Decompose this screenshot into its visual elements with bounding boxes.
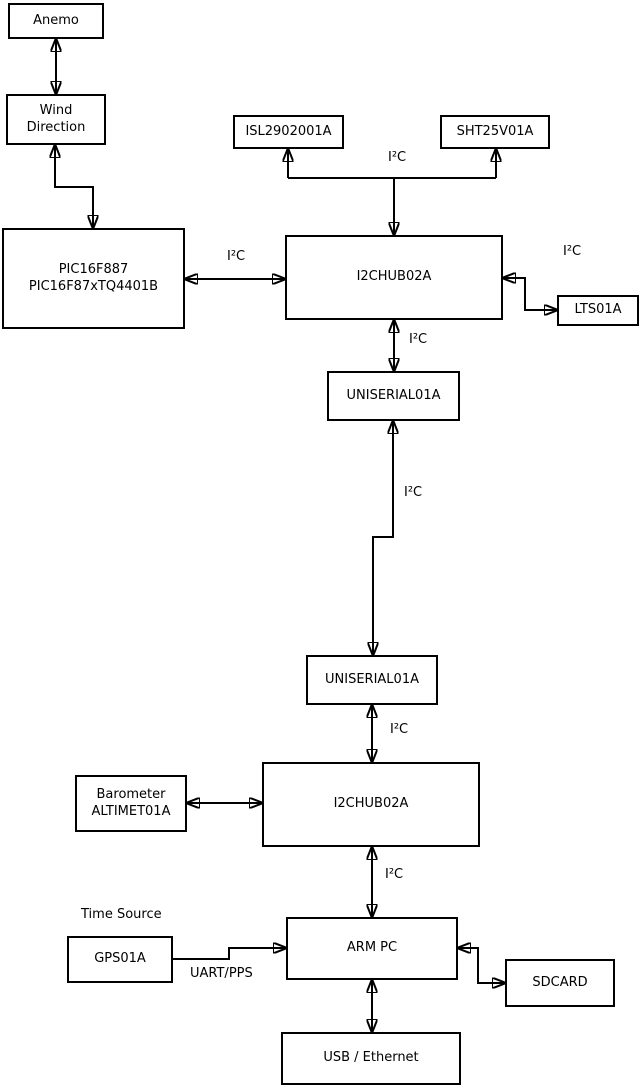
edge-label-i2c-hub1-lts: I²C [563, 244, 582, 259]
node-lts01a-label: LTS01A [574, 302, 622, 318]
connector-winddirection-pic [55, 145, 93, 228]
node-uniserial01a-lower-label: UNISERIAL01A [325, 671, 419, 687]
node-pic-microcontroller: PIC16F887 PIC16F87xTQ4401B [2, 228, 185, 329]
node-i2chub02a-lower-label: I2CHUB02A [333, 796, 409, 812]
edge-label-i2c-hub2-armpc: I²C [385, 867, 404, 882]
node-wind-direction: Wind Direction [6, 94, 106, 145]
edge-label-uart-pps: UART/PPS [190, 966, 253, 981]
connector-gps-armpc [173, 948, 286, 960]
node-sdcard-label: SDCARD [532, 974, 588, 990]
node-usb-ethernet-label: USB / Ethernet [323, 1050, 419, 1066]
node-isl2902001a: ISL2902001A [233, 115, 344, 149]
connector-i2chub1-lts [503, 278, 557, 310]
node-wind-direction-line2: Direction [26, 119, 86, 135]
node-lts01a: LTS01A [557, 295, 639, 326]
edge-label-i2c-sensor-bus: I²C [388, 150, 407, 165]
node-arm-pc-label: ARM PC [346, 940, 398, 956]
node-gps01a: GPS01A [67, 936, 173, 983]
edge-label-i2c-uniserial-link: I²C [404, 485, 423, 500]
node-i2chub02a-upper: I2CHUB02A [285, 235, 503, 320]
node-sht25v01a: SHT25V01A [440, 115, 550, 149]
edge-label-i2c-uniserial2-hub2: I²C [390, 722, 409, 737]
node-arm-pc: ARM PC [286, 917, 458, 980]
node-anemo-label: Anemo [33, 12, 79, 28]
node-barometer-altimet01a: Barometer ALTIMET01A [75, 775, 187, 832]
node-sdcard: SDCARD [505, 959, 615, 1007]
connector-uniserial1-uniserial2 [373, 421, 393, 655]
node-pic-line1: PIC16F887 [58, 261, 129, 277]
node-barometer-line1: Barometer [96, 786, 166, 802]
node-uniserial01a-upper-label: UNISERIAL01A [346, 387, 441, 403]
edge-label-i2c-hub1-uniserial1: I²C [409, 332, 428, 347]
node-gps01a-label: GPS01A [94, 951, 146, 967]
node-sht25v01a-label: SHT25V01A [456, 123, 534, 139]
node-uniserial01a-lower: UNISERIAL01A [306, 655, 438, 705]
edge-label-i2c-pic-hub1: I²C [227, 249, 246, 264]
node-usb-ethernet: USB / Ethernet [281, 1032, 461, 1085]
node-barometer-line2: ALTIMET01A [91, 803, 171, 819]
node-isl2902001a-label: ISL2902001A [245, 123, 332, 139]
node-i2chub02a-lower: I2CHUB02A [262, 762, 480, 847]
node-i2chub02a-upper-label: I2CHUB02A [356, 269, 432, 285]
connector-armpc-sdcard [458, 948, 505, 983]
node-wind-direction-line1: Wind [39, 102, 73, 118]
node-pic-line2: PIC16F87xTQ4401B [28, 278, 159, 294]
label-time-source: Time Source [81, 907, 162, 922]
node-anemo: Anemo [8, 3, 104, 39]
node-uniserial01a-upper: UNISERIAL01A [327, 371, 460, 421]
